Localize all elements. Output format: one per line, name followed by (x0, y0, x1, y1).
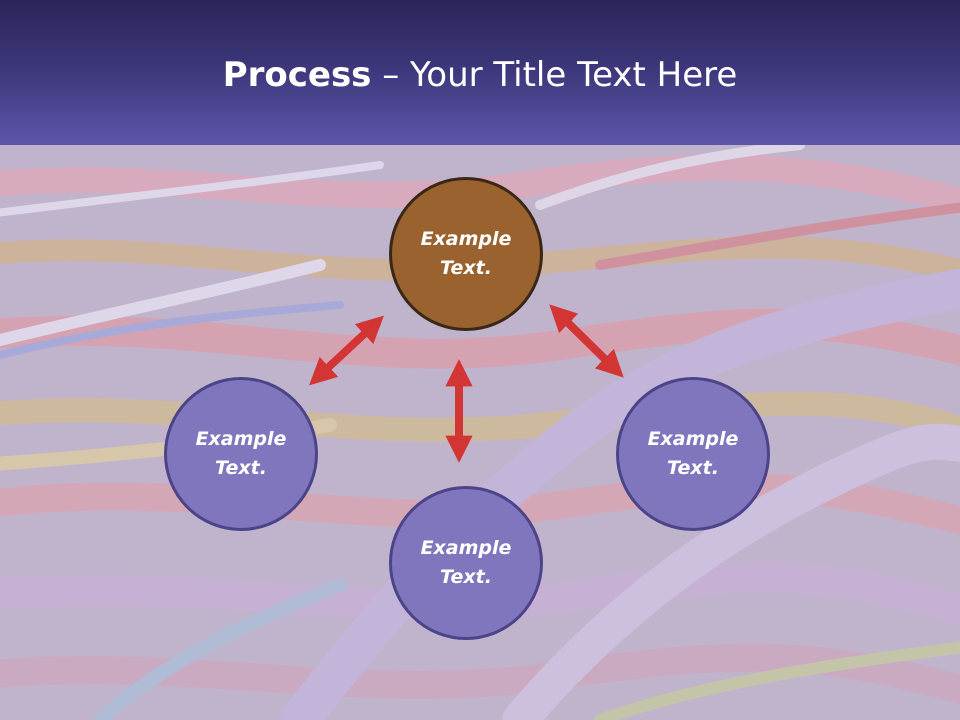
node-label: Example Text. (420, 537, 512, 588)
process-node-left[interactable]: Example Text. (164, 377, 318, 531)
process-node-right[interactable]: Example Text. (616, 377, 770, 531)
node-label: Example Text. (195, 428, 287, 479)
node-label: Example Text. (420, 228, 512, 279)
slide-title: Process – Your Title Text Here (0, 52, 960, 98)
title-bar (0, 0, 960, 145)
node-label: Example Text. (647, 428, 739, 479)
process-node-bottom[interactable]: Example Text. (389, 486, 543, 640)
process-node-top[interactable]: Example Text. (389, 177, 543, 331)
title-rest: – Your Title Text Here (371, 55, 738, 95)
title-bold: Process (222, 55, 372, 95)
